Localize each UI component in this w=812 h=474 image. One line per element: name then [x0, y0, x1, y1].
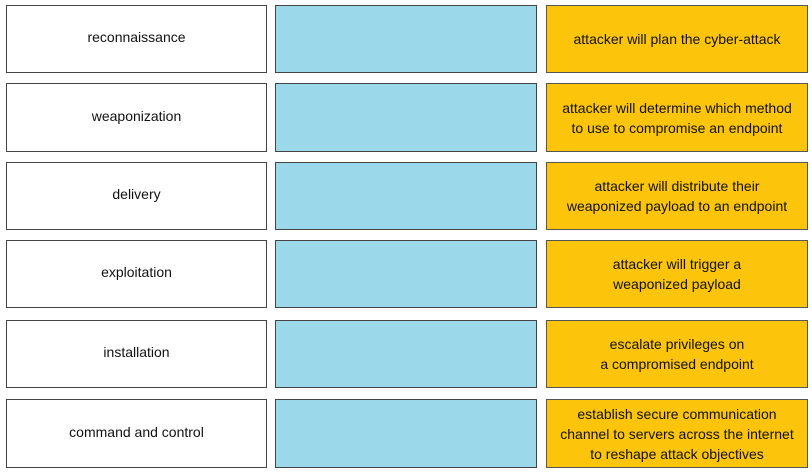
drop-target-slot-2[interactable]: [275, 83, 537, 152]
term-label: weaponization: [91, 107, 182, 124]
term-label: installation: [103, 344, 170, 360]
definition-line: attacker will determine which method: [562, 99, 792, 116]
definition-card-1[interactable]: attacker will plan the cyber-attack: [546, 5, 808, 73]
definition-card-4[interactable]: attacker will trigger a weaponized paylo…: [546, 240, 808, 308]
definition-line: channel to servers across the internet: [560, 425, 794, 442]
definition-card-2[interactable]: attacker will determine which method to …: [546, 83, 808, 152]
definition-text: attacker will distribute their weaponize…: [567, 176, 787, 216]
drop-target-slot-6[interactable]: [275, 399, 537, 468]
drop-target-slot-3[interactable]: [275, 162, 537, 230]
definition-text: attacker will plan the cyber-attack: [574, 29, 781, 49]
definition-text: escalate privileges on a compromised end…: [600, 334, 753, 374]
term-box-weaponization[interactable]: weaponization: [6, 83, 267, 152]
term-box-exploitation[interactable]: exploitation: [6, 240, 267, 308]
definition-line: to reshape attack objectives: [590, 445, 764, 462]
definition-text: attacker will trigger a weaponized paylo…: [613, 254, 741, 294]
definition-line: attacker will distribute their: [594, 178, 760, 194]
definition-line: weaponized payload: [613, 276, 741, 292]
definition-line: to use to compromise an endpoint: [571, 119, 783, 136]
term-box-reconnaissance[interactable]: reconnaissance: [6, 5, 267, 73]
drop-target-slot-5[interactable]: [275, 320, 537, 388]
term-label: delivery: [112, 186, 161, 202]
drop-target-slot-4[interactable]: [275, 240, 537, 308]
definition-line: attacker will plan the cyber-attack: [573, 31, 781, 47]
definition-line: establish secure communication: [577, 405, 777, 422]
definition-card-3[interactable]: attacker will distribute their weaponize…: [546, 162, 808, 230]
definition-card-5[interactable]: escalate privileges on a compromised end…: [546, 320, 808, 388]
definition-line: weaponized payload to an endpoint: [566, 198, 788, 214]
definition-text: establish secure communication channel t…: [560, 404, 793, 464]
term-label: exploitation: [101, 264, 172, 280]
definition-text: attacker will determine which method to …: [562, 98, 792, 138]
definition-line: a compromised endpoint: [600, 356, 754, 372]
term-label: reconnaissance: [87, 29, 186, 45]
definition-card-6[interactable]: establish secure communication channel t…: [546, 399, 808, 468]
term-box-command-and-control[interactable]: command and control: [6, 399, 267, 468]
definition-line: escalate privileges on: [609, 336, 745, 352]
drop-target-slot-1[interactable]: [275, 5, 537, 73]
term-box-installation[interactable]: installation: [6, 320, 267, 388]
definition-line: attacker will trigger a: [612, 256, 742, 272]
term-box-delivery[interactable]: delivery: [6, 162, 267, 230]
term-label: command and control: [69, 423, 204, 440]
